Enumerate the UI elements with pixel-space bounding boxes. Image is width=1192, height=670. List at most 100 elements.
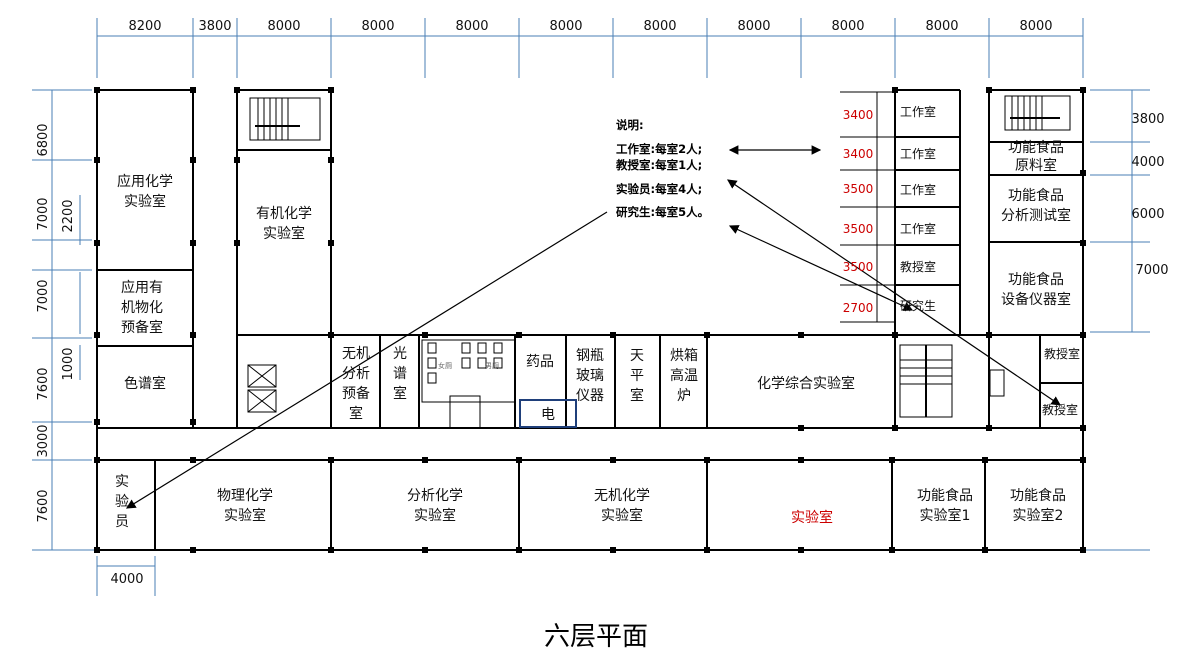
room-func-food-lab1-l1: 功能食品 <box>917 487 973 504</box>
room-func-food-lab2-l1: 功能食品 <box>1010 487 1066 504</box>
room-organic-chem-l1: 有机化学 <box>256 206 312 222</box>
room-analytical-chem-l1: 分析化学 <box>407 488 463 504</box>
dim-right-1: 3800 <box>1131 112 1164 127</box>
columns <box>94 87 1086 553</box>
room-technician-l3: 员 <box>115 514 129 530</box>
room-spectrum-l2: 谱 <box>393 366 407 382</box>
room-func-food-equip-l1: 功能食品 <box>1008 271 1064 288</box>
room-women-wc: 女厕 <box>438 361 452 370</box>
room-applied-chem-l1: 应用化学 <box>117 173 173 190</box>
room-professor-a: 教授室 <box>900 259 936 274</box>
room-func-food-lab1-l2: 实验室1 <box>920 507 971 524</box>
dim-top-9: 8000 <box>831 19 864 34</box>
room-technician-l1: 实 <box>115 474 129 490</box>
dim-left-1: 6800 <box>36 123 51 156</box>
room-func-food-analysis-l1: 功能食品 <box>1008 187 1064 204</box>
notes-line-3: 实验员:每室4人; <box>616 182 702 196</box>
dim-top-11: 8000 <box>1019 19 1052 34</box>
notes-block: 说明: 工作室:每室2人; 教授室:每室1人; 实验员:每室4人; 研究生:每室… <box>615 118 709 219</box>
room-inorganic-prep-l3: 预备 <box>342 385 370 402</box>
room-func-food-equip-l2: 设备仪器室 <box>1001 291 1071 308</box>
dim-top-3: 8000 <box>267 19 300 34</box>
room-spectrum-l3: 室 <box>393 385 407 402</box>
top-dimension-labels: 8200 3800 8000 8000 8000 8000 8000 8000 … <box>128 19 1052 34</box>
room-physical-chem-l2: 实验室 <box>224 507 266 524</box>
stair-left <box>249 97 321 141</box>
room-applied-org-l3: 预备室 <box>121 319 163 336</box>
room-comprehensive: 化学综合实验室 <box>757 375 855 392</box>
dim-top-7: 8000 <box>643 19 676 34</box>
dim-right-4: 7000 <box>1135 263 1168 278</box>
room-oven-l3: 炉 <box>677 388 691 404</box>
room-applied-org-l1: 应用有 <box>121 279 163 296</box>
dim-left-8: 7600 <box>36 489 51 522</box>
notes-line-4: 研究生:每室5人。 <box>616 205 709 219</box>
dim-top-6: 8000 <box>549 19 582 34</box>
stair-right <box>1004 95 1071 131</box>
room-inorganic-prep-l2: 分析 <box>342 366 370 382</box>
room-medicine: 药品 <box>526 354 554 370</box>
notes-line-1: 工作室:每室2人; <box>616 142 702 156</box>
stair-center <box>899 344 953 418</box>
dim-top-5: 8000 <box>455 19 488 34</box>
dim-inner-5: 3500 <box>843 260 874 274</box>
dim-left-2: 7000 <box>36 197 51 230</box>
note-arrows <box>125 145 1061 509</box>
room-professor-b: 教授室 <box>1044 346 1080 361</box>
dimension-lines <box>32 18 1150 596</box>
dim-left-4: 7000 <box>36 279 51 312</box>
dim-top-8: 8000 <box>737 19 770 34</box>
room-studio-2: 工作室 <box>900 146 936 161</box>
room-labels: 应用化学 实验室 有机化学 实验室 应用有 机物化 预备室 色谱室 无机 分析 … <box>115 104 1080 530</box>
room-spectrum-l1: 光 <box>393 346 407 362</box>
left-dimension-labels: 6800 7000 2200 7000 7600 1000 3000 7600 <box>36 123 76 522</box>
dim-top-10: 8000 <box>925 19 958 34</box>
dim-right-2: 4000 <box>1131 155 1164 170</box>
room-electric: 电 <box>541 407 555 423</box>
room-gas-bottle-l2: 玻璃 <box>576 367 604 384</box>
room-studio-4: 工作室 <box>900 221 936 236</box>
dim-bottom: 4000 <box>110 572 143 587</box>
room-balance-l1: 天 <box>630 348 644 364</box>
inner-dimension-labels: 3400 3400 3500 3500 3500 2700 <box>843 108 874 315</box>
room-lab-red: 实验室 <box>791 509 833 526</box>
room-organic-chem-l2: 实验室 <box>263 225 305 242</box>
room-applied-org-l2: 机物化 <box>121 300 163 316</box>
dim-inner-3: 3500 <box>843 182 874 196</box>
dim-top-4: 8000 <box>361 19 394 34</box>
room-inorganic-prep-l1: 无机 <box>342 346 370 362</box>
room-gas-bottle-l3: 仪器 <box>576 388 604 404</box>
room-analytical-chem-l2: 实验室 <box>414 507 456 524</box>
room-inorganic-chem-l1: 无机化学 <box>594 488 650 504</box>
dim-left-5: 7600 <box>36 367 51 400</box>
dim-left-6: 1000 <box>61 347 76 380</box>
room-inorganic-prep-l4: 室 <box>349 405 363 422</box>
room-gas-bottle-l1: 钢瓶 <box>576 348 604 364</box>
room-studio-3: 工作室 <box>900 182 936 197</box>
room-studio-1: 工作室 <box>900 104 936 119</box>
electric-room <box>519 399 577 428</box>
room-technician-l2: 验 <box>115 494 129 510</box>
room-func-food-raw-l1: 功能食品 <box>1008 139 1064 156</box>
room-func-food-raw-l2: 原料室 <box>1015 157 1057 174</box>
toilet-fixtures <box>421 339 516 429</box>
room-applied-chem-l2: 实验室 <box>124 193 166 210</box>
right-dimension-labels: 3800 4000 6000 7000 <box>1131 112 1168 278</box>
floor-title: 六层平面 <box>543 622 648 652</box>
dim-left-7: 3000 <box>36 424 51 457</box>
room-inorganic-chem-l2: 实验室 <box>601 507 643 524</box>
dim-top-1: 8200 <box>128 19 161 34</box>
room-oven-l1: 烘箱 <box>670 348 698 364</box>
room-chromatography: 色谱室 <box>124 375 166 392</box>
room-professor-c: 教授室 <box>1042 402 1078 417</box>
dim-inner-4: 3500 <box>843 222 874 236</box>
room-men-wc: 男厕 <box>485 362 499 370</box>
dim-inner-6: 2700 <box>843 301 874 315</box>
dim-inner-1: 3400 <box>843 108 874 122</box>
room-balance-l3: 室 <box>630 387 644 404</box>
room-oven-l2: 高温 <box>670 367 698 384</box>
room-func-food-analysis-l2: 分析测试室 <box>1001 207 1071 224</box>
notes-heading: 说明: <box>616 118 644 132</box>
dim-left-3: 2200 <box>61 199 76 232</box>
